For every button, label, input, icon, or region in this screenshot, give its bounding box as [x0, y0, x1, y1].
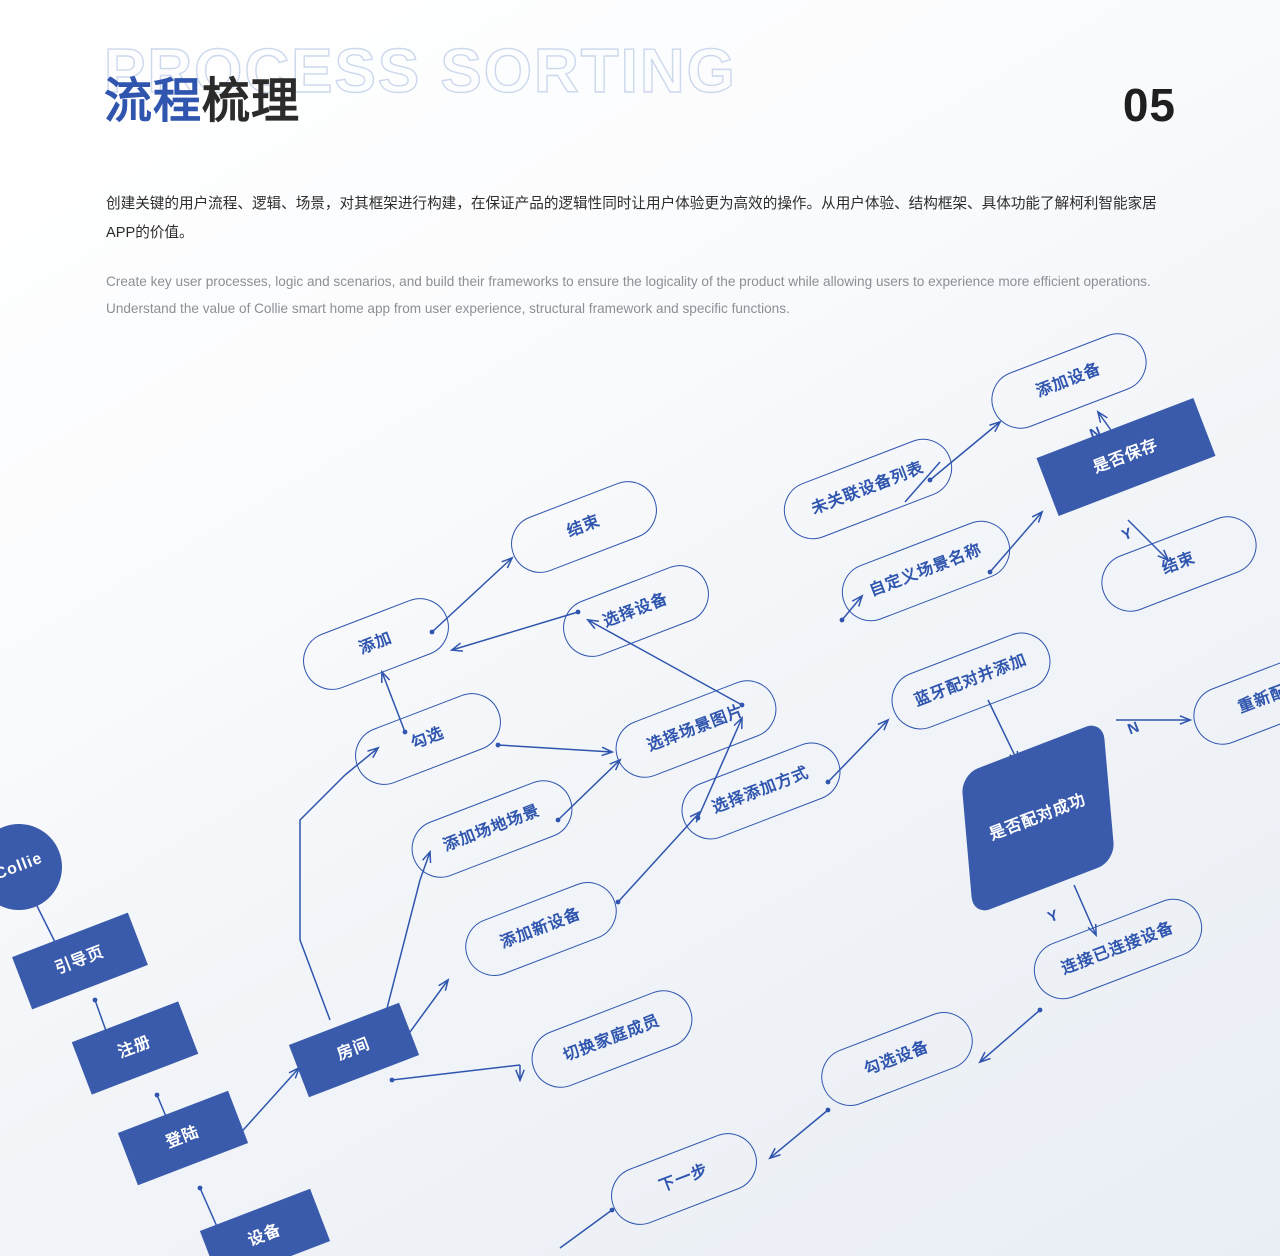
flow-node-label: 选择设备 [601, 590, 671, 631]
flow-node-label: 添加设备 [1034, 360, 1104, 401]
flow-node-label: 结束 [564, 512, 603, 541]
flow-node-label: 添加新设备 [498, 905, 584, 952]
outline-title: PROCESS SORTING [103, 36, 737, 106]
page-title-dark: 梳理 [202, 75, 301, 128]
flowchart-canvas: Collie 引导页 注册 登陆 设备 房间 添加 勾选 结束 选择设备 选择场… [0, 320, 1280, 1256]
flow-node-label: 添加 [356, 629, 395, 658]
page-title-accent: 流程 [104, 75, 203, 128]
flow-node-label: 设备 [245, 1221, 284, 1250]
flow-node-label: Collie [0, 849, 46, 884]
page-header: PROCESS SORTING 流程梳理 05 [0, 0, 1280, 170]
flow-node-label: 下一步 [656, 1161, 711, 1196]
page-number: 05 [1122, 79, 1176, 131]
flow-node-label: 登陆 [163, 1123, 202, 1152]
flow-node-label: 勾选设备 [862, 1038, 932, 1079]
flow-node-label: 结束 [1159, 549, 1198, 578]
flow-node-label: 是否配对成功 [987, 791, 1089, 844]
flow-node-label: 重新配对 [1236, 676, 1280, 717]
flow-node-label: 勾选 [408, 724, 447, 753]
flow-node-label: 是否保存 [1091, 436, 1161, 477]
flow-node-label: 引导页 [52, 943, 107, 978]
intro-paragraph-chinese: 创建关键的用户流程、逻辑、场景，对其框架进行构建，在保证产品的逻辑性同时让用户体… [106, 196, 1157, 242]
page-title: 流程梳理 [104, 78, 300, 126]
intro-paragraph-english: Create key user processes, logic and sce… [106, 274, 1151, 317]
flow-node-label: 注册 [115, 1033, 154, 1062]
flow-node-label: 房间 [334, 1035, 373, 1064]
